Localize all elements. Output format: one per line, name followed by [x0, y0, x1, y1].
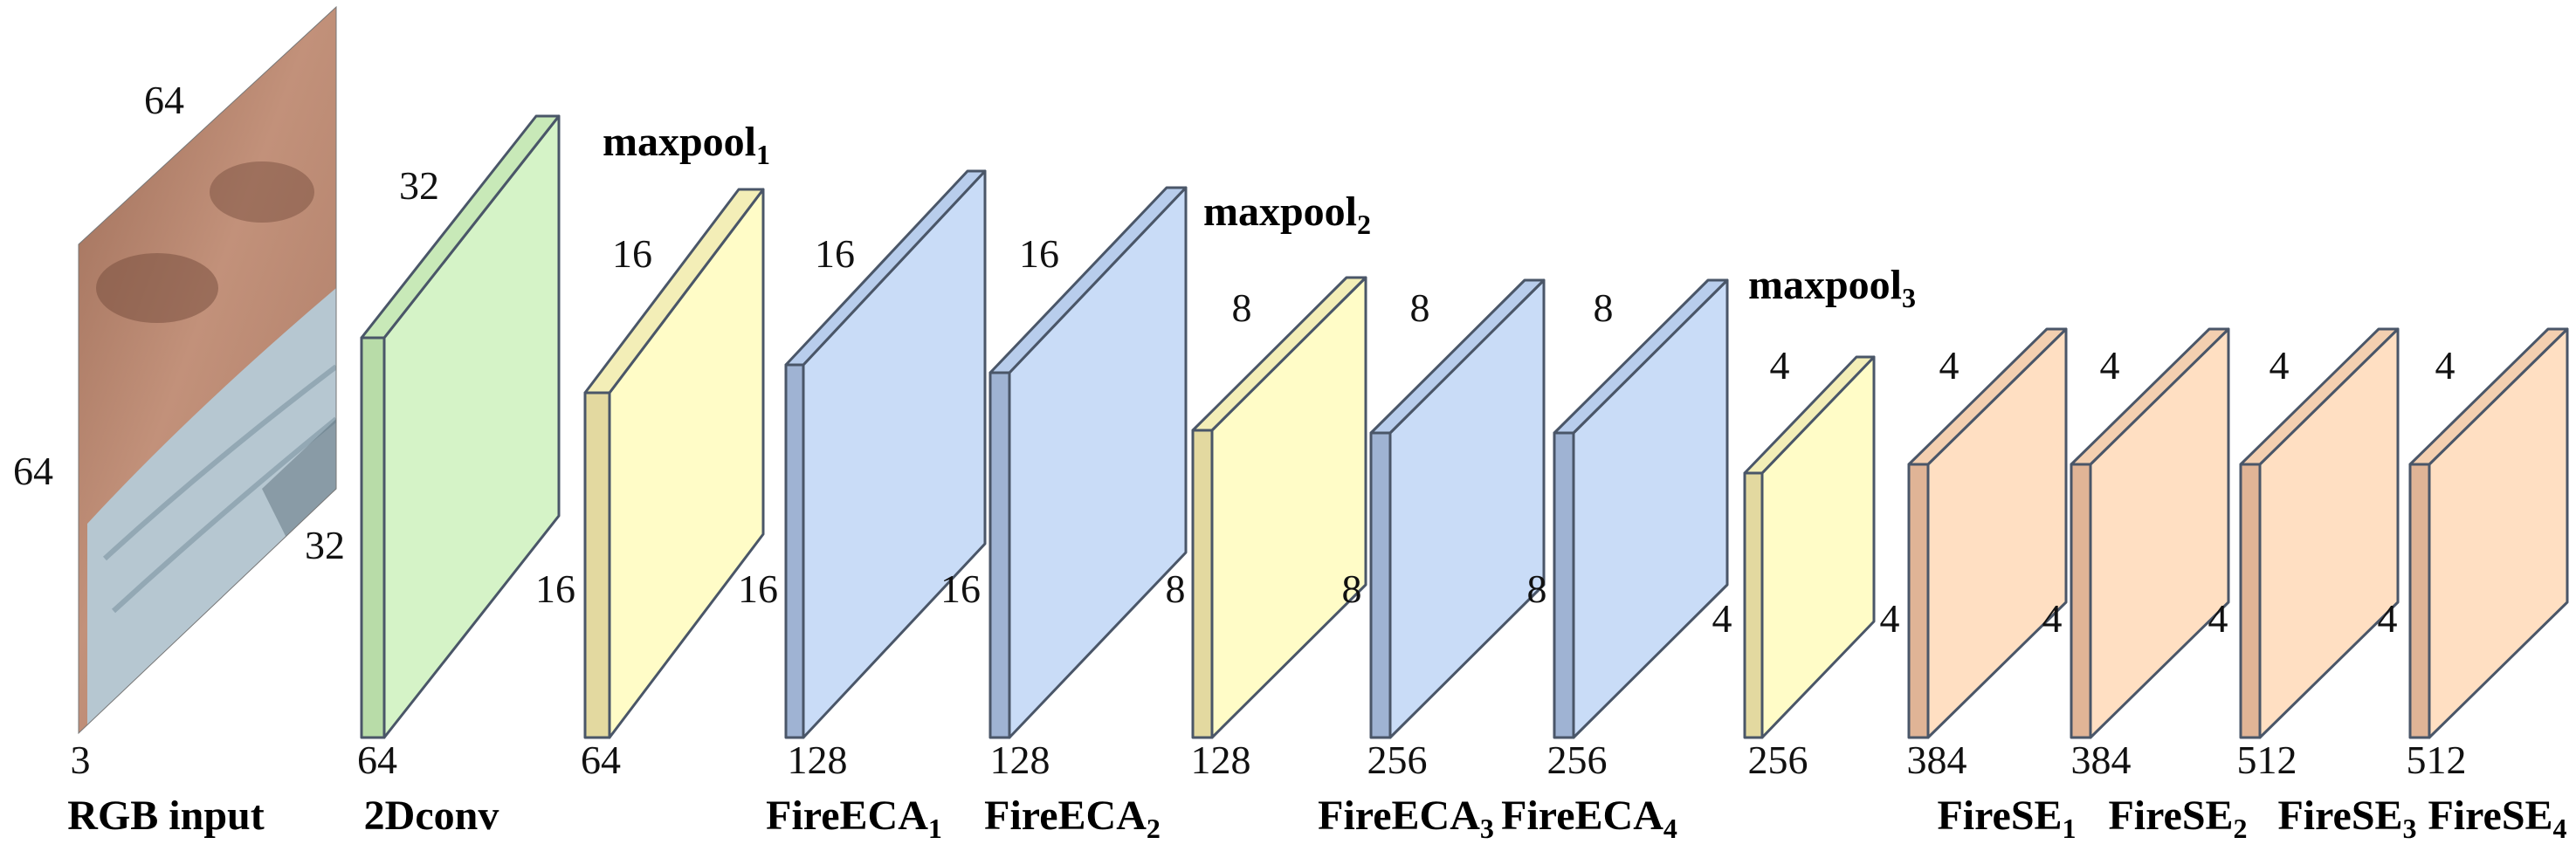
- height-label: 8: [1527, 566, 1547, 611]
- block-front: [2408, 463, 2431, 739]
- layer-block-conv: 32 32 64 2Dconv: [305, 114, 561, 839]
- layer-blocks: 32 32 64 2Dconv 16 16 64 maxpool1 16 16 128FireECA…: [305, 114, 2569, 844]
- height-label: 4: [1712, 596, 1732, 641]
- depth-label: 16: [1019, 231, 1059, 276]
- depth-label: 4: [1939, 343, 1960, 388]
- pool-name-label: maxpool1: [603, 119, 770, 170]
- height-label: 8: [1342, 566, 1362, 611]
- channels-label: 384: [2071, 738, 2132, 782]
- height-label: 16: [738, 566, 778, 611]
- input-height-label: 64: [13, 449, 53, 493]
- layer-name-label: FireECA2: [984, 793, 1161, 844]
- channels-label: 128: [1191, 738, 1251, 782]
- height-label: 4: [2042, 596, 2063, 641]
- pool-name-label: maxpool2: [1203, 189, 1371, 240]
- channels-label: 256: [1367, 738, 1428, 782]
- pool-name-label: maxpool3: [1748, 262, 1916, 313]
- block-front: [1191, 429, 1214, 739]
- depth-label: 4: [2435, 343, 2455, 388]
- layer-name-label: FireSE2: [2108, 793, 2247, 844]
- depth-label: 8: [1232, 285, 1252, 330]
- depth-label: 4: [2269, 343, 2290, 388]
- depth-label: 16: [612, 231, 652, 276]
- channels-label: 256: [1748, 738, 1808, 782]
- block-front: [1369, 431, 1392, 739]
- height-label: 16: [535, 566, 575, 611]
- height-label: 8: [1166, 566, 1186, 611]
- layer-block-pool3: 4 4 256 maxpool3: [1712, 262, 1917, 782]
- layer-name-label: FireECA1: [766, 793, 942, 844]
- channels-label: 64: [357, 738, 397, 782]
- channels-label: 128: [990, 738, 1050, 782]
- layer-name-label: FireSE3: [2277, 793, 2416, 844]
- depth-label: 4: [1770, 343, 1790, 388]
- input-name-label: RGB input: [67, 793, 264, 839]
- layer-name-label: FireSE1: [1937, 793, 2076, 844]
- block-front: [1907, 463, 1930, 739]
- layer-block-pool2: 8 8 128 maxpool2: [1166, 189, 1372, 782]
- input-width-label: 64: [144, 78, 184, 122]
- layer-name-label: FireECA3: [1318, 793, 1494, 844]
- block-front: [2239, 463, 2262, 739]
- depth-label: 8: [1594, 285, 1614, 330]
- block-front: [784, 363, 805, 739]
- layer-block-pool1: 16 16 64 maxpool1: [535, 119, 770, 782]
- channels-label: 384: [1907, 738, 1967, 782]
- height-label: 4: [1880, 596, 1900, 641]
- block-front: [2070, 463, 2092, 739]
- depth-label: 8: [1410, 285, 1430, 330]
- block-front: [360, 336, 386, 739]
- channels-label: 512: [2407, 738, 2467, 782]
- input-channels-label: 3: [71, 738, 91, 782]
- height-label: 4: [2378, 596, 2398, 641]
- depth-label: 4: [2100, 343, 2120, 388]
- block-front: [988, 371, 1011, 739]
- block-front: [583, 391, 611, 739]
- channels-label: 128: [788, 738, 848, 782]
- depth-label: 16: [815, 231, 855, 276]
- depth-label: 32: [399, 163, 439, 208]
- channels-label: 64: [581, 738, 621, 782]
- height-label: 32: [305, 523, 345, 567]
- height-label: 4: [2208, 596, 2228, 641]
- layer-name-label: 2Dconv: [364, 793, 499, 839]
- channels-label: 512: [2237, 738, 2297, 782]
- block-front: [1553, 431, 1575, 739]
- layer-name-label: FireECA4: [1501, 793, 1677, 844]
- block-front: [1743, 471, 1764, 739]
- rgb-input-image: [78, 5, 337, 735]
- channels-label: 256: [1547, 738, 1608, 782]
- layer-name-label: FireSE4: [2428, 793, 2566, 844]
- height-label: 16: [940, 566, 981, 611]
